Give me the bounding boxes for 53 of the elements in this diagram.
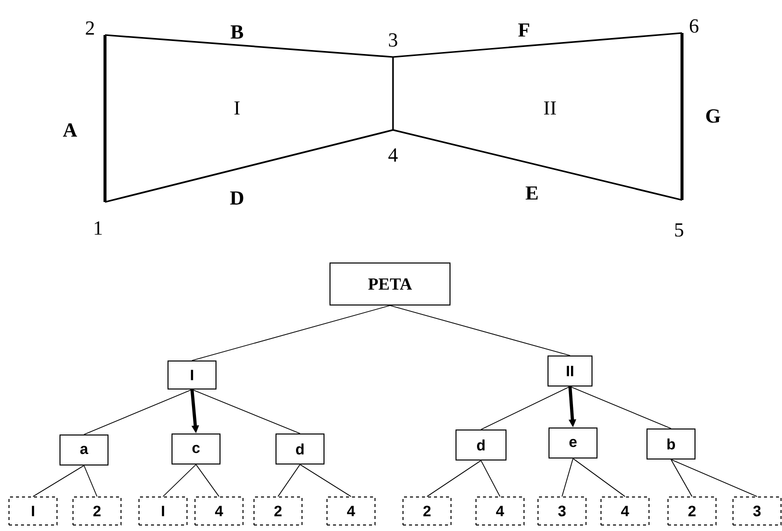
- connector-line: [480, 460, 500, 497]
- vertex-number: 4: [388, 148, 398, 162]
- connector-line: [390, 305, 570, 356]
- vertex-number: 6: [690, 19, 698, 33]
- connector-line: [572, 458, 626, 497]
- connector-line: [32, 465, 84, 497]
- tree-box: d: [276, 434, 324, 464]
- connector-line: [670, 459, 758, 497]
- connector-line: [278, 464, 300, 497]
- tree-box: a: [60, 434, 108, 466]
- leaf-box: 4: [194, 496, 244, 526]
- connector-line: [670, 459, 692, 497]
- region-label: I: [234, 101, 240, 115]
- connector-line: [84, 465, 98, 497]
- side-letter: G: [706, 109, 720, 123]
- leaf-box: 4: [326, 496, 376, 526]
- vertex-number: 5: [675, 223, 684, 237]
- connector-line: [84, 389, 192, 435]
- vertex-number: 2: [86, 21, 94, 35]
- connector-line: [570, 386, 672, 429]
- connector-line: [300, 464, 352, 497]
- leaf-box: I: [138, 496, 188, 526]
- tree-box: b: [646, 428, 696, 460]
- connector-line: [562, 458, 574, 497]
- leaf-box: 4: [600, 496, 650, 526]
- vertex-number: 1: [94, 221, 102, 235]
- root-box: PETA: [330, 262, 450, 306]
- leaf-box: 2: [72, 496, 122, 526]
- connector-line: [162, 464, 196, 497]
- leaf-box: 3: [732, 496, 782, 526]
- connector-line: [192, 305, 390, 361]
- connector-line: [426, 460, 482, 497]
- connector-line: [196, 464, 220, 497]
- leaf-box: 3: [538, 496, 586, 526]
- side-letter: E: [526, 186, 538, 200]
- connector-line: [480, 386, 570, 430]
- side-letter: B: [230, 25, 244, 39]
- leaf-box: 4: [476, 496, 524, 526]
- side-letter: F: [518, 23, 530, 37]
- tree-box: c: [172, 434, 220, 464]
- tree-box: I: [168, 360, 216, 390]
- vertex-number: 3: [388, 33, 398, 47]
- leaf-box: I: [8, 496, 58, 526]
- side-letter: A: [62, 123, 78, 137]
- leaf-box: 2: [668, 496, 716, 526]
- region-label: II: [544, 101, 556, 115]
- connector-line: [192, 389, 300, 434]
- side-letter: D: [230, 191, 244, 205]
- tree-box: e: [548, 428, 598, 458]
- leaf-box: 2: [402, 496, 452, 526]
- leaf-box: 2: [254, 496, 302, 526]
- tree-box: II: [548, 356, 592, 386]
- tree-box: d: [456, 430, 506, 460]
